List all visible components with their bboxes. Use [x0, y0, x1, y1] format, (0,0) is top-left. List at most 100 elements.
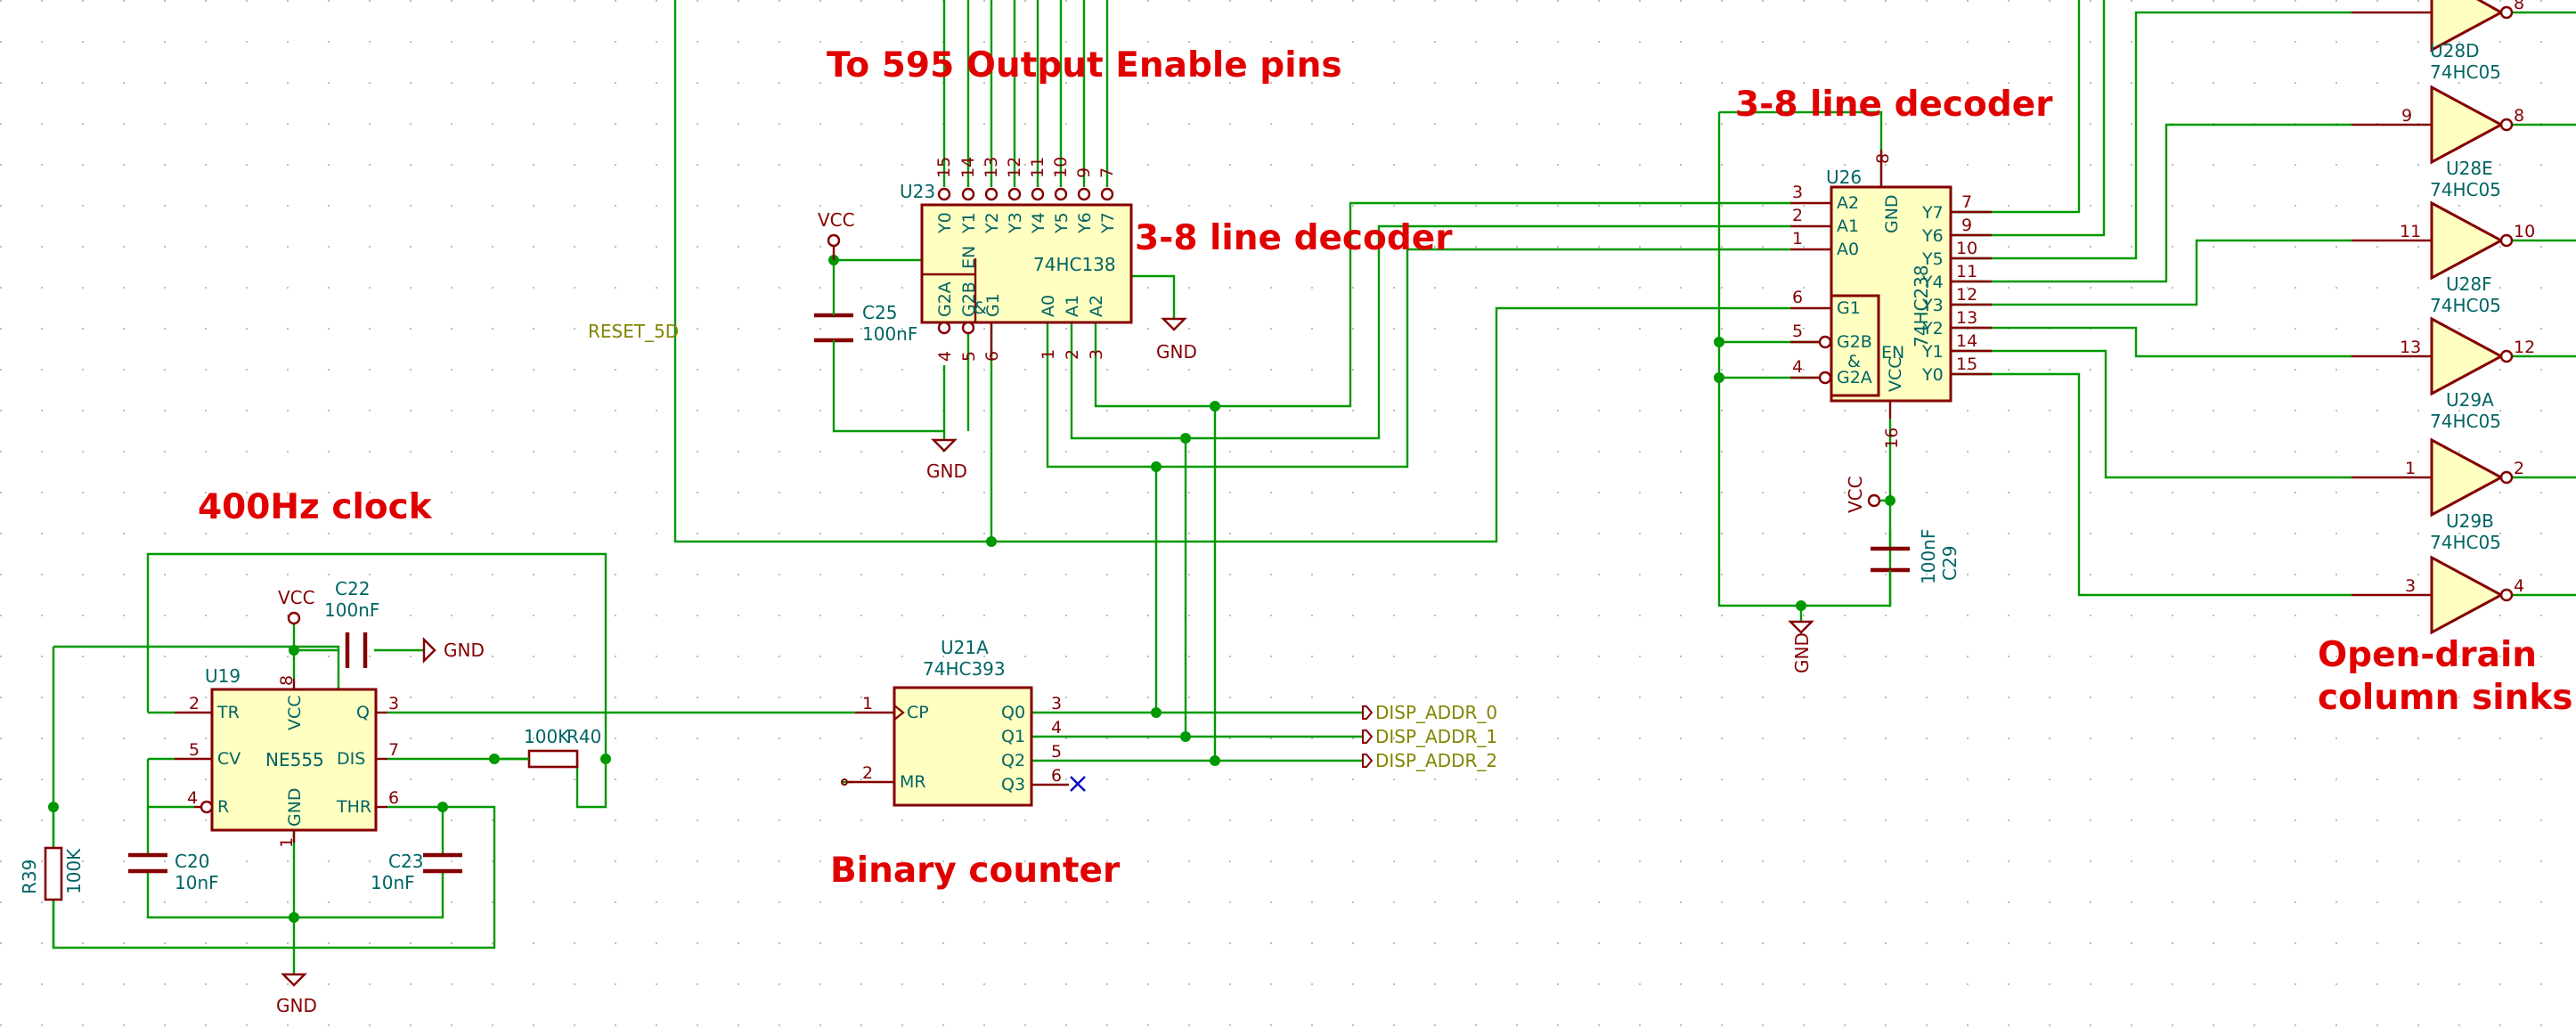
- inverter-1[interactable]: 9 8 U28E 74HC05: [2352, 85, 2524, 200]
- u23-name-top-1: Y1: [959, 212, 979, 234]
- u23-value: 74HC138: [1033, 254, 1116, 275]
- u19-pin-right-0: 3: [388, 694, 399, 713]
- u26-decoder[interactable]: 3 2 1 6 5 4 A2 A1 A0 G1 G2B G2A & EN GND…: [1790, 150, 1992, 449]
- u23-body[interactable]: [920, 203, 1133, 324]
- u21-name-left-0: CP: [907, 703, 929, 722]
- u23-decoder[interactable]: 15 14 13 12 11 10 9 7 Y0 Y1 Y2 Y3 Y4 Y5 …: [900, 157, 1133, 362]
- inverter-4[interactable]: 1 2 U29B 74HC05: [2352, 437, 2524, 553]
- u26-pin-in-2: 1: [1792, 229, 1803, 249]
- u19-timer[interactable]: 2 5 4 TR CV R Q DIS THR 3 7 6 VCC GND 8 …: [148, 665, 399, 848]
- u23-ref: U23: [900, 181, 935, 202]
- u26-en-label: EN: [1881, 343, 1904, 363]
- vcc-u19: VCC: [278, 587, 315, 625]
- notes: To 595 Output Enable pins 3-8 line decod…: [198, 45, 2573, 891]
- inv-1-value: 74HC05: [2430, 179, 2501, 200]
- c23-capacitor[interactable]: C23 10nF: [371, 851, 462, 893]
- u21-name-right-3: Q3: [1001, 775, 1025, 795]
- c20-capacitor[interactable]: C20 10nF: [128, 851, 219, 893]
- inv-3-out-pin: 12: [2514, 338, 2535, 357]
- c22-capacitor[interactable]: C22 100nF: [324, 578, 379, 668]
- u26-pin-out-3: 11: [1956, 262, 1977, 281]
- u21-name-right-2: Q2: [1001, 751, 1025, 770]
- c20-ref: C20: [175, 851, 209, 872]
- gnd-u23-label: GND: [926, 460, 967, 482]
- u26-pin-in-3: 6: [1792, 288, 1803, 307]
- c25-capacitor[interactable]: C25 100nF: [814, 302, 917, 351]
- inv-1-out-pin: 8: [2514, 106, 2524, 126]
- u23-pin-bot-2: 6: [982, 351, 1002, 362]
- addr-label-2: DISP_ADDR_2: [1375, 750, 1497, 771]
- c23-value: 10nF: [371, 872, 415, 893]
- u26-pin-in-0: 3: [1792, 183, 1803, 202]
- u26-enable-box: [1830, 294, 1880, 397]
- u23-pin-bot-0: 4: [935, 351, 955, 362]
- u23-and-label: &: [974, 298, 987, 318]
- r39-value: 100K: [63, 848, 85, 894]
- junctions: [48, 255, 1895, 923]
- inverter-3[interactable]: 13 12 U29A 74HC05: [2352, 316, 2535, 432]
- inverter-0[interactable]: 8 U28D 74HC05: [2352, 0, 2524, 83]
- u23-name-top-7: Y7: [1098, 212, 1118, 234]
- note-clock: 400Hz clock: [198, 487, 433, 527]
- inv-3-ref: U29A: [2446, 389, 2494, 411]
- u26-and-label: &: [1847, 352, 1861, 371]
- u19-vcc-name: VCC: [285, 695, 305, 730]
- c29-capacitor[interactable]: VCC C29 100nF: [1845, 476, 1961, 606]
- c29-value: 100nF: [1918, 529, 1939, 584]
- u26-name-in-3: G1: [1837, 298, 1861, 318]
- gnd-u19-label: GND: [276, 995, 317, 1016]
- u21-counter[interactable]: 1 2 CP MR Q0 Q1 Q2 Q3 3 4 5 6 U21A 74HC3…: [841, 637, 1086, 807]
- u19-name-left-2: R: [217, 797, 229, 817]
- u23-pin-top-7: 7: [1097, 167, 1117, 178]
- note-decoder-u26: 3-8 line decoder: [1735, 85, 2053, 125]
- inv-4-value: 74HC05: [2430, 532, 2501, 553]
- u23-pin-top-2: 13: [982, 157, 1001, 178]
- u23-name-top-2: Y2: [982, 212, 1002, 234]
- u23-pin-top-3: 12: [1005, 157, 1024, 178]
- c22-ref: C22: [335, 578, 370, 599]
- u26-gnd-name: GND: [1882, 194, 1902, 233]
- u23-name-bot-0: G2A: [935, 281, 955, 317]
- u26-outputs: Y7 Y6 Y5 Y4 Y3 Y2 Y1 Y0 7 9 10 11 12 13 …: [1921, 192, 1992, 385]
- inverter-2[interactable]: 11 10 U28F 74HC05: [2352, 200, 2535, 316]
- note-595-oe: To 595 Output Enable pins: [827, 45, 1342, 86]
- u21-body[interactable]: [893, 686, 1033, 807]
- u19-name-left-1: CV: [217, 749, 240, 769]
- u26-name-in-4: G2B: [1837, 332, 1872, 352]
- u26-name-in-2: A0: [1837, 240, 1859, 259]
- r39-resistor[interactable]: R39 100K: [19, 846, 85, 901]
- u23-name-top-4: Y4: [1029, 212, 1048, 234]
- inv-2-ref: U28F: [2446, 273, 2492, 295]
- u26-name-in-0: A2: [1837, 193, 1859, 213]
- note-decoder-u23: 3-8 line decoder: [1135, 218, 1453, 258]
- note-sinks-1: Open-drain: [2318, 635, 2537, 675]
- u21-ref: U21A: [941, 637, 989, 658]
- u26-name-out-7: Y0: [1921, 365, 1944, 385]
- u26-name-out-1: Y6: [1921, 226, 1944, 246]
- note-counter: Binary counter: [830, 851, 1121, 891]
- c25-ref: C25: [862, 302, 897, 323]
- u19-body[interactable]: [210, 688, 378, 832]
- u26-pin-out-7: 15: [1956, 355, 1977, 374]
- u26-name-in-5: G2A: [1837, 368, 1872, 387]
- inverter-5[interactable]: 3 4: [2352, 555, 2524, 635]
- r39-ref: R39: [19, 860, 40, 894]
- u23-en-label: EN: [959, 246, 979, 269]
- reset-label: RESET_5D: [588, 321, 679, 342]
- gnd-c22-label: GND: [444, 640, 485, 661]
- r40-value: 100K: [524, 726, 570, 747]
- inv-1-in-pin: 9: [2401, 106, 2412, 126]
- u23-name-addr-2: A2: [1087, 295, 1106, 317]
- u23-pin-top-0: 15: [934, 157, 954, 178]
- inverters[interactable]: 8 U28D 74HC05 9 8 U28E 74HC05 11 10 U28F…: [2352, 0, 2535, 635]
- u26-gnd-pin: 8: [1873, 153, 1893, 164]
- u23-name-top-3: Y3: [1006, 212, 1025, 234]
- u19-vcc-pin: 8: [277, 675, 297, 686]
- u19-name-right-0: Q: [356, 703, 370, 722]
- u26-name-in-1: A1: [1837, 216, 1859, 236]
- r40-resistor[interactable]: 100K R40: [494, 726, 601, 769]
- inv-0-value: 74HC05: [2430, 61, 2501, 83]
- u26-value: 74HC238: [1911, 265, 1932, 347]
- u23-pin-addr-2: 3: [1087, 349, 1106, 360]
